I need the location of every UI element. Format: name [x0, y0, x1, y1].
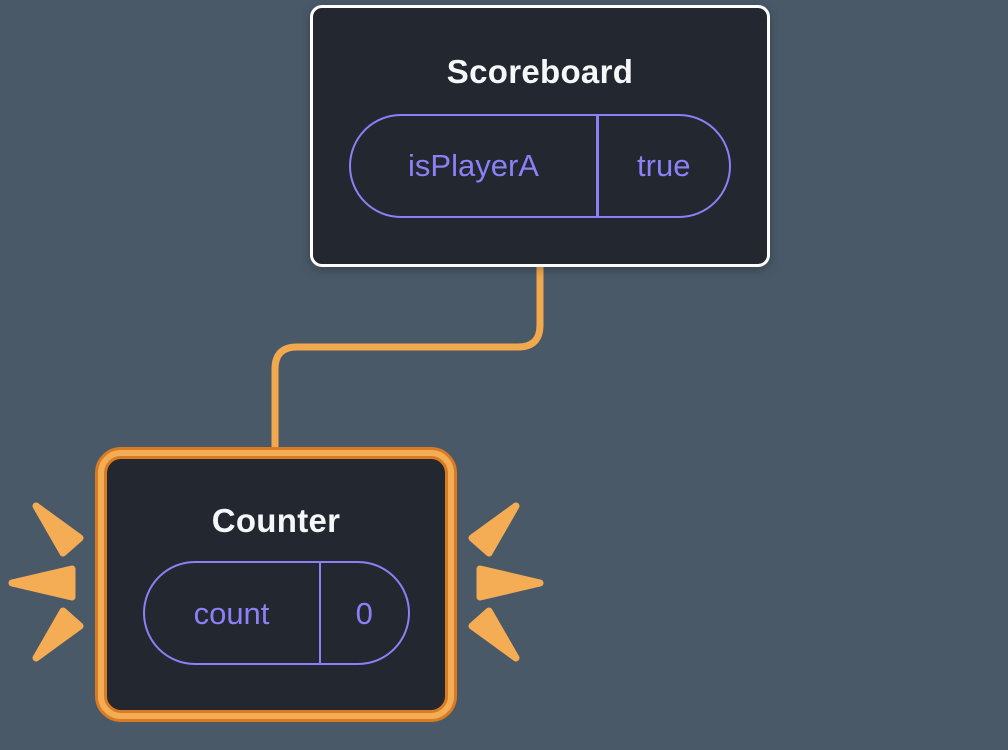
parent-child-connector-line	[271, 254, 544, 459]
counter-component-card: Counter count 0	[104, 456, 448, 713]
pill-divider	[318, 563, 321, 663]
spark-icon	[8, 565, 76, 601]
state-value-label: 0	[355, 595, 373, 631]
scoreboard-state-pill: isPlayerA true	[349, 113, 731, 218]
state-name-label: isPlayerA	[408, 148, 539, 183]
counter-title: Counter	[211, 502, 341, 539]
pill-divider	[596, 115, 599, 216]
spark-icon	[32, 502, 84, 557]
state-name-label: count	[193, 595, 270, 631]
scoreboard-component-card: Scoreboard isPlayerA true	[310, 5, 770, 267]
spark-icon	[476, 565, 544, 601]
counter-state-pill: count 0	[142, 561, 410, 665]
state-value-label: true	[637, 148, 691, 183]
spark-icon	[468, 607, 520, 662]
counter-highlight-ring: Counter count 0	[95, 447, 457, 722]
spark-icon	[468, 502, 520, 557]
spark-icon	[32, 607, 84, 662]
scoreboard-title: Scoreboard	[446, 52, 634, 90]
